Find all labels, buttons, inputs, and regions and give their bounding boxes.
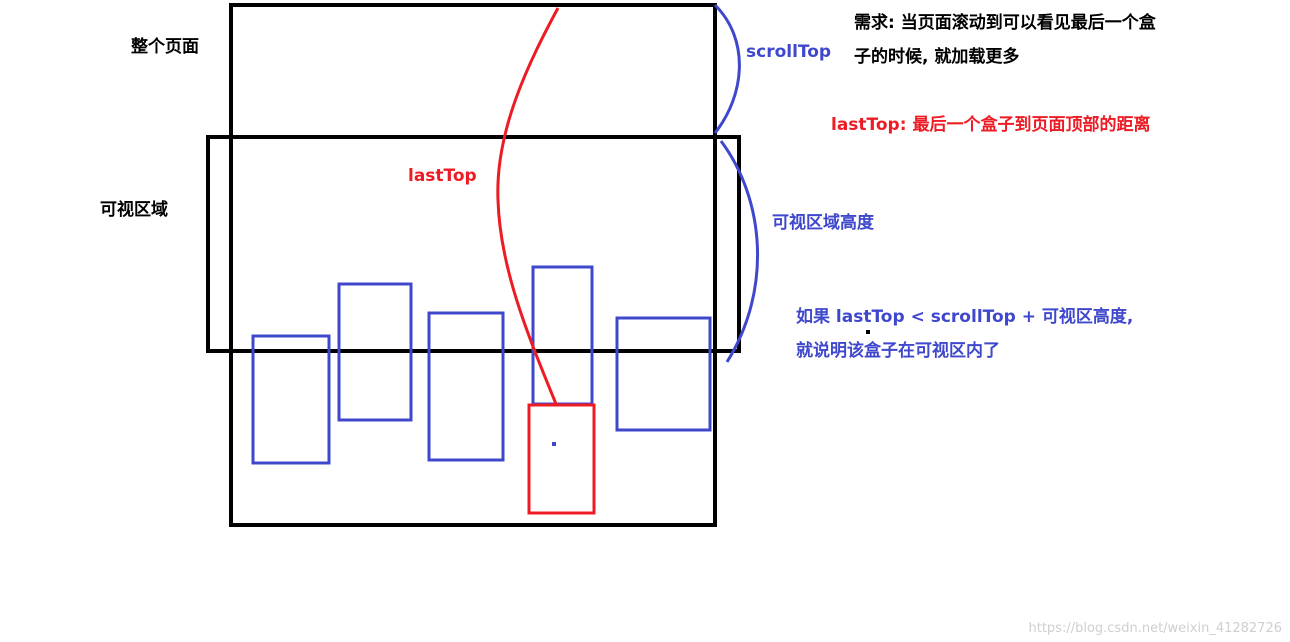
lasttop-definition: lastTop: 最后一个盒子到页面顶部的距离 xyxy=(831,115,1151,135)
lasttop-curve xyxy=(496,7,560,405)
last-box-dot xyxy=(552,442,556,446)
content-box-1 xyxy=(251,334,331,465)
content-box-4 xyxy=(531,265,594,406)
watermark: https://blog.csdn.net/weixin_41282726 xyxy=(1028,621,1282,636)
lasttop-label: lastTop xyxy=(408,166,477,186)
viewport-rect xyxy=(206,135,741,353)
scrolltop-brace xyxy=(713,3,741,134)
page-label: 整个页面 xyxy=(131,37,199,57)
viewport-height-label: 可视区域高度 xyxy=(772,213,874,233)
page-rect xyxy=(229,3,717,527)
scrolltop-label: scrollTop xyxy=(746,42,832,62)
condition-note-line1: 如果 lastTop < scrollTop + 可视区高度, xyxy=(796,307,1134,327)
viewport-label: 可视区域 xyxy=(100,200,168,220)
requirement-note-line2: 子的时候, 就加载更多 xyxy=(854,47,1020,67)
requirement-note-line1: 需求: 当页面滚动到可以看见最后一个盒 xyxy=(854,13,1156,33)
viewport-height-brace xyxy=(719,140,759,363)
content-box-5 xyxy=(615,316,712,432)
stray-dot xyxy=(866,330,870,334)
condition-note-line2: 就说明该盒子在可视区内了 xyxy=(796,341,1000,361)
content-box-3 xyxy=(427,311,505,462)
content-box-2 xyxy=(337,282,413,422)
last-box xyxy=(527,403,596,515)
